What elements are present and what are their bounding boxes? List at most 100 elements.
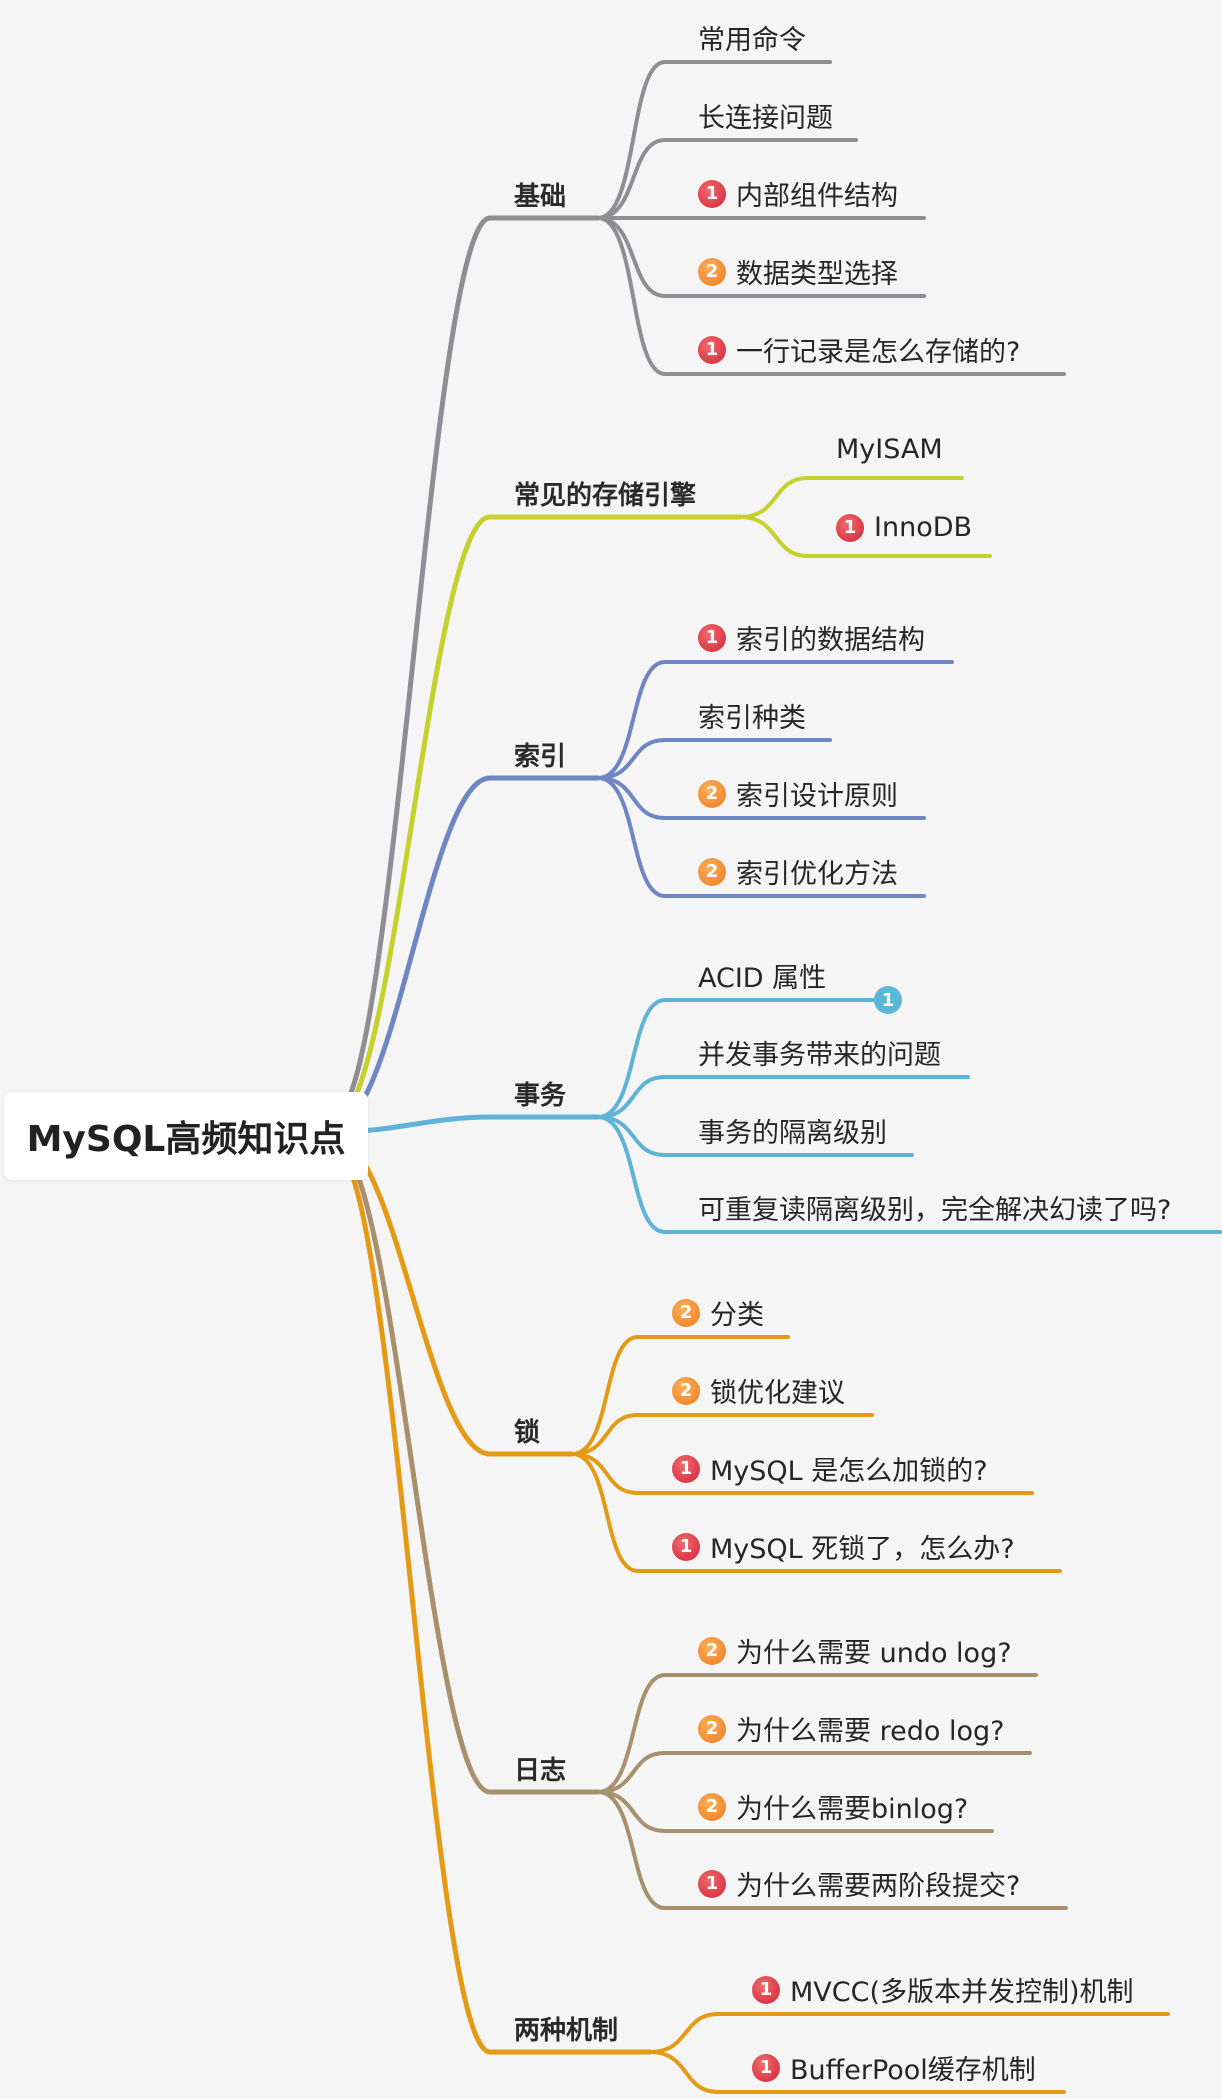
leaf-label: MyISAM: [836, 434, 943, 465]
leaf-topic[interactable]: 可重复读隔离级别，完全解决幻读了吗?: [698, 1188, 1171, 1227]
priority-1-icon: 1: [698, 335, 726, 364]
leaf-label: 数据类型选择: [736, 259, 898, 290]
leaf-label: 为什么需要binlog?: [736, 1794, 969, 1825]
priority-1-icon: 1: [698, 1869, 726, 1898]
branch-topic[interactable]: 日志: [514, 1756, 567, 1786]
leaf-topic[interactable]: 1 一行记录是怎么存储的?: [698, 330, 1020, 369]
leaf-topic[interactable]: 事务的隔离级别: [698, 1111, 887, 1150]
leaf-connector: [648, 2050, 1066, 2094]
leaf-label: 索引优化方法: [736, 859, 898, 890]
branch-connector: [332, 514, 743, 1123]
branch-connector: [332, 1141, 601, 1795]
leaf-label: 索引的数据结构: [736, 625, 925, 656]
leaf-topic[interactable]: ACID 属性: [698, 956, 826, 995]
priority-1-icon: 1: [698, 179, 726, 208]
leaf-connector: [596, 1075, 970, 1119]
leaf-label: 并发事务带来的问题: [698, 1040, 941, 1071]
leaf-topic[interactable]: 2 为什么需要 undo log?: [698, 1631, 1012, 1670]
leaf-topic[interactable]: 索引种类: [698, 696, 806, 735]
leaf-connector: [596, 776, 926, 898]
leaf-topic[interactable]: 1 内部组件结构: [698, 174, 898, 213]
leaf-label: InnoDB: [874, 512, 973, 543]
leaf-topic[interactable]: 2 为什么需要binlog?: [698, 1787, 968, 1826]
priority-2-icon: 2: [698, 1636, 726, 1665]
priority-2-icon: 2: [672, 1376, 700, 1405]
leaf-connector: [648, 2012, 1170, 2054]
branch-connector: [332, 1135, 575, 1457]
leaf-connector: [596, 660, 954, 780]
branch-connector: [332, 215, 601, 1117]
branch-topic[interactable]: 索引: [514, 742, 567, 772]
leaf-connector: [570, 1413, 874, 1456]
priority-1-icon: 1: [836, 513, 864, 542]
leaf-connector: [738, 515, 992, 558]
leaf-label: 为什么需要 undo log?: [736, 1638, 1012, 1669]
branch-connector: [332, 775, 601, 1129]
branch-topic[interactable]: 基础: [514, 182, 567, 212]
leaf-label: 内部组件结构: [736, 181, 898, 212]
priority-1-icon: 1: [752, 2053, 780, 2082]
priority-1-icon: 1: [698, 623, 726, 652]
leaf-topic[interactable]: 2 数据类型选择: [698, 252, 898, 291]
priority-2-icon: 2: [698, 1714, 726, 1743]
leaf-topic[interactable]: MyISAM: [836, 434, 943, 465]
branch-topic[interactable]: 常见的存储引擎: [514, 481, 697, 511]
leaf-label: 事务的隔离级别: [698, 1118, 887, 1149]
leaf-topic[interactable]: 2 索引设计原则: [698, 774, 898, 813]
leaf-connector: [570, 1335, 790, 1456]
leaf-connector: [596, 1751, 1032, 1794]
priority-2-icon: 2: [698, 1792, 726, 1821]
leaf-label: 为什么需要两阶段提交?: [736, 1871, 1021, 1902]
leaf-connector: [596, 60, 832, 220]
leaf-label: 一行记录是怎么存储的?: [736, 337, 1021, 368]
leaf-label: 长连接问题: [698, 103, 833, 134]
leaf-topic[interactable]: 1 为什么需要两阶段提交?: [698, 1864, 1020, 1903]
leaf-label: 索引设计原则: [736, 781, 898, 812]
leaf-connector: [596, 216, 1066, 376]
leaf-topic[interactable]: 并发事务带来的问题: [698, 1033, 941, 1072]
leaf-topic[interactable]: 2 分类: [672, 1293, 764, 1332]
leaf-label: 分类: [710, 1300, 764, 1331]
leaf-label: ACID 属性: [698, 963, 827, 994]
leaf-label: 为什么需要 redo log?: [736, 1716, 1005, 1747]
priority-2-icon: 2: [698, 857, 726, 886]
leaf-connector: [570, 1452, 1034, 1495]
leaf-topic[interactable]: 1 BufferPool缓存机制: [752, 2048, 1036, 2087]
leaf-connector: [596, 216, 926, 298]
branch-topic[interactable]: 两种机制: [514, 2016, 619, 2046]
leaf-topic[interactable]: 2 索引优化方法: [698, 852, 898, 891]
leaf-topic[interactable]: 常用命令: [698, 18, 806, 57]
leaf-label: MySQL 死锁了，怎么办?: [710, 1534, 1015, 1565]
priority-2-icon: 2: [698, 257, 726, 286]
branch-topic[interactable]: 锁: [514, 1418, 541, 1448]
leaf-connector: [596, 1115, 914, 1157]
root-topic[interactable]: MySQL高频知识点: [4, 1092, 368, 1180]
leaf-connector: [596, 1790, 1068, 1910]
priority-2-icon: 2: [698, 779, 726, 808]
leaf-connector: [596, 776, 926, 820]
branch-topic[interactable]: 事务: [514, 1081, 567, 1111]
branch-connector: [332, 1147, 653, 2055]
root-title: MySQL高频知识点: [26, 1119, 346, 1160]
leaf-connector: [596, 1673, 1038, 1794]
leaf-topic[interactable]: 1 索引的数据结构: [698, 618, 925, 657]
leaf-topic[interactable]: 1 InnoDB: [836, 512, 972, 543]
priority-2-icon: 2: [672, 1298, 700, 1327]
comment-marker-icon[interactable]: 1: [874, 986, 902, 1014]
leaf-label: 可重复读隔离级别，完全解决幻读了吗?: [698, 1195, 1172, 1226]
leaf-connector: [570, 1452, 1062, 1573]
leaf-topic[interactable]: 长连接问题: [698, 96, 833, 135]
leaf-label: BufferPool缓存机制: [790, 2055, 1036, 2086]
leaf-connector: [596, 738, 832, 780]
leaf-topic[interactable]: 2 为什么需要 redo log?: [698, 1709, 1004, 1748]
priority-1-icon: 1: [752, 1975, 780, 2004]
leaf-connector: [738, 476, 964, 519]
priority-1-icon: 1: [672, 1454, 700, 1483]
leaf-label: 索引种类: [698, 703, 806, 734]
branch-connector: [332, 1114, 601, 1135]
